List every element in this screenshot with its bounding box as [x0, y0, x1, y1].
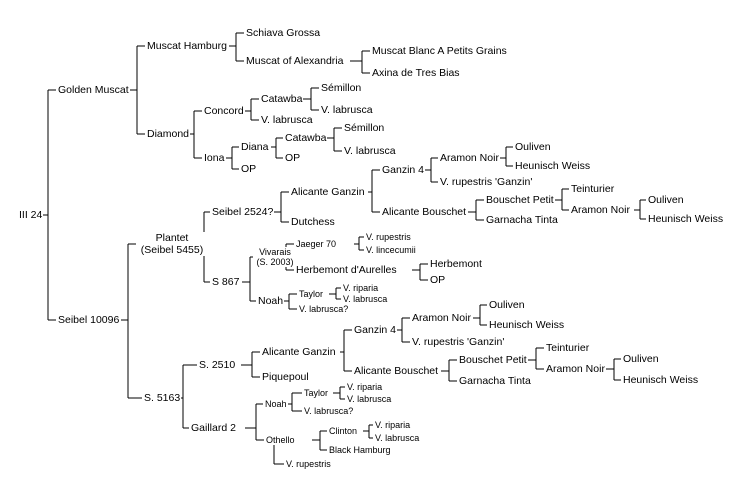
- node-diana: Diana: [240, 141, 270, 153]
- node-vivarais-line2: (S. 2003): [256, 257, 294, 267]
- node-herbemont-op: OP: [429, 274, 447, 286]
- node-noah1-vlabrusca: V. labrusca?: [298, 304, 350, 314]
- node-herbemont: Herbemont: [429, 258, 483, 270]
- node-ouliven-4: Ouliven: [622, 353, 660, 365]
- node-heunisch-weiss-4: Heunisch Weiss: [622, 374, 700, 386]
- node-bouschet-petit-2: Bouschet Petit: [458, 354, 528, 366]
- node-diana-catawba-semillon: Sémillon: [343, 122, 386, 134]
- node-aramon-noir-4: Aramon Noir: [545, 363, 606, 375]
- node-golden-muscat: Golden Muscat: [57, 84, 130, 96]
- node-ganzin-4-1: Ganzin 4: [381, 164, 426, 176]
- node-s-5163: S. 5163: [143, 392, 182, 404]
- node-bouschet-petit-1: Bouschet Petit: [485, 194, 555, 206]
- node-vivarais-line1: Vivarais: [259, 247, 291, 257]
- node-aramon-noir-3: Aramon Noir: [411, 312, 472, 324]
- node-alicante-ganzin-2: Alicante Ganzin: [261, 346, 337, 358]
- node-black-hamburg: Black Hamburg: [328, 445, 392, 455]
- node-taylor-2: Taylor: [303, 388, 330, 398]
- node-piquepoul: Piquepoul: [261, 371, 310, 383]
- node-plantet-line2: (Seibel 5455): [140, 244, 204, 256]
- node-garnacha-tinta-2: Garnacha Tinta: [458, 375, 532, 387]
- node-muscat-hamburg: Muscat Hamburg: [146, 40, 228, 52]
- node-jaeger-70: Jaeger 70: [295, 239, 338, 249]
- node-taylor1-vriparia: V. riparia: [342, 283, 380, 293]
- node-ganzin-4-2: Ganzin 4: [353, 324, 398, 336]
- node-taylor1-vlabrusca: V. labrusca: [342, 294, 389, 304]
- node-muscat-blanc: Muscat Blanc A Petits Grains: [371, 45, 508, 57]
- node-ouliven-1: Ouliven: [514, 141, 552, 153]
- node-clinton-vriparia: V. riparia: [374, 420, 412, 430]
- node-seibel-10096: Seibel 10096: [57, 314, 121, 326]
- node-gaillard-vrupestris: V. rupestris: [285, 459, 332, 469]
- node-noah-2: Noah: [264, 399, 288, 409]
- node-othello: Othello: [265, 435, 296, 445]
- node-taylor2-vlabrusca: V. labrusca: [346, 394, 393, 404]
- node-noah-1: Noah: [257, 295, 285, 307]
- node-muscat-of-alexandria: Muscat of Alexandria: [245, 55, 345, 67]
- node-iona: Iona: [203, 152, 226, 164]
- node-axina-de-tres-bias: Axina de Tres Bias: [371, 67, 461, 79]
- node-alicante-ganzin-1: Alicante Ganzin: [290, 186, 366, 198]
- node-schiava-grossa: Schiava Grossa: [245, 27, 322, 39]
- node-iii-24: III 24: [18, 209, 44, 221]
- node-s-2510: S. 2510: [198, 359, 237, 371]
- node-vivarais: Vivarais(S. 2003): [253, 247, 297, 267]
- node-clinton-vlabrusca: V. labrusca: [374, 433, 421, 443]
- node-ouliven-2: Ouliven: [647, 194, 685, 206]
- node-concord-vlabrusca: V. labrusca: [260, 114, 314, 126]
- node-taylor2-vriparia: V. riparia: [346, 382, 384, 392]
- node-herbemont-daurelles: Herbemont d'Aurelles: [295, 264, 398, 276]
- node-vrupestris-ganzin-1: V. rupestris 'Ganzin': [439, 176, 534, 188]
- node-jaeger-vrupestris: V. rupestris: [365, 232, 412, 242]
- node-teinturier-1: Teinturier: [570, 183, 616, 195]
- node-iona-op: OP: [240, 163, 258, 175]
- node-heunisch-weiss-2: Heunisch Weiss: [647, 213, 725, 225]
- node-noah2-vlabrusca: V. labrusca?: [303, 406, 355, 416]
- node-clinton: Clinton: [328, 426, 359, 436]
- node-concord-catawba: Catawba: [260, 93, 304, 105]
- node-aramon-noir-1: Aramon Noir: [439, 152, 500, 164]
- node-diamond: Diamond: [146, 128, 191, 140]
- node-vrupestris-ganzin-2: V. rupestris 'Ganzin': [411, 336, 506, 348]
- node-ouliven-3: Ouliven: [488, 299, 526, 311]
- node-diana-op: OP: [284, 152, 302, 164]
- node-jaeger-vlincecumii: V. lincecumii: [365, 245, 417, 255]
- node-diana-catawba-vlabrusca: V. labrusca: [343, 145, 397, 157]
- node-diana-catawba: Catawba: [284, 132, 328, 144]
- node-s-867: S 867: [211, 276, 241, 288]
- node-garnacha-tinta-1: Garnacha Tinta: [485, 214, 559, 226]
- node-concord-catawba-vlabrusca: V. labrusca: [320, 104, 374, 116]
- node-concord-catawba-semillon: Sémillon: [320, 82, 363, 94]
- node-alicante-bouschet-2: Alicante Bouschet: [353, 365, 440, 377]
- node-alicante-bouschet-1: Alicante Bouschet: [381, 206, 468, 218]
- node-seibel-2524: Seibel 2524?: [211, 206, 275, 218]
- node-concord: Concord: [203, 105, 245, 117]
- node-taylor-1: Taylor: [298, 289, 325, 299]
- node-teinturier-2: Teinturier: [545, 342, 591, 354]
- node-dutchess: Dutchess: [290, 216, 336, 228]
- node-heunisch-weiss-1: Heunisch Weiss: [514, 160, 592, 172]
- node-plantet: Plantet(Seibel 5455): [136, 232, 208, 256]
- node-heunisch-weiss-3: Heunisch Weiss: [488, 319, 566, 331]
- node-aramon-noir-2: Aramon Noir: [570, 204, 631, 216]
- node-gaillard-2: Gaillard 2: [190, 422, 237, 434]
- node-plantet-line1: Plantet: [155, 232, 189, 244]
